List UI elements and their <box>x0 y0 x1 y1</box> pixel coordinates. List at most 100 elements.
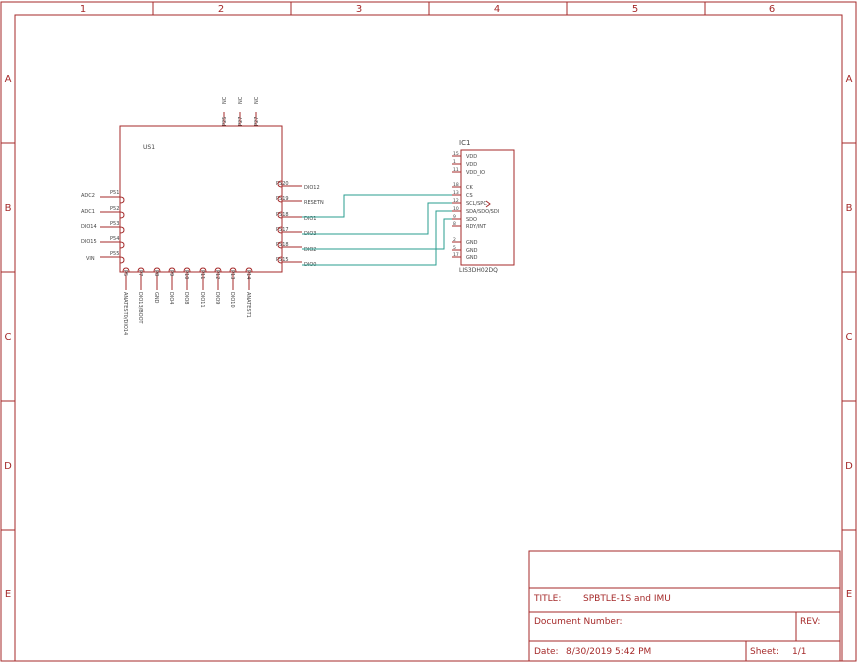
row-label: B <box>846 203 853 214</box>
pin-net-label: NC <box>238 96 244 104</box>
row-label: E <box>5 589 11 600</box>
us1-right-pin[interactable]: P520 DIO12 <box>276 181 320 191</box>
pin-net-label: DIO8 <box>183 292 189 304</box>
pin-number: 13 <box>453 190 459 196</box>
ic1-pin[interactable]: 11 VDD_IO <box>452 167 485 176</box>
pin-pad-label: P13 <box>229 270 235 279</box>
row-label: D <box>845 461 853 472</box>
us1-left-pin[interactable]: DIO15 P54 <box>81 236 120 245</box>
pin-number: 12 <box>453 198 459 204</box>
pin-function: GND <box>466 255 478 261</box>
pin-pad-label: P519 <box>276 196 289 202</box>
title-value: SPBTLE-1S and IMU <box>583 594 671 604</box>
us1-right-pin[interactable]: P518 DIO1 <box>276 212 316 222</box>
marker-icon <box>485 200 491 208</box>
ic1-pin[interactable]: 5 GND <box>452 245 478 254</box>
ic1-part: LIS3DH02DQ <box>459 267 498 274</box>
pin-pad-label: P55 <box>110 251 119 257</box>
us1-bottom-pin[interactable]: P12 DIO9 <box>214 267 222 304</box>
ic1-pin[interactable]: 17 GND <box>452 252 478 261</box>
row-label: A <box>846 74 853 85</box>
pin-pad-label: P11 <box>199 270 205 279</box>
us1-left-pin[interactable]: VIN P55 <box>86 251 120 262</box>
ic1-pin[interactable]: 12 SCL/SPC <box>452 198 487 207</box>
us1-left-pin[interactable]: ADC2 P51 <box>81 190 120 199</box>
pin-net-label: GND <box>153 292 159 304</box>
us1-left-pin[interactable]: DIO14 P53 <box>81 221 120 230</box>
date-value: 8/30/2019 5:42 PM <box>566 647 651 657</box>
ic1-pin[interactable]: 1 VDD <box>452 159 477 168</box>
ic1-pin[interactable]: 10 SDA/SDO/SDI <box>452 206 499 215</box>
wire-dio0-sda[interactable] <box>302 210 452 266</box>
pin-pad-label: P25 <box>222 117 228 126</box>
pin-number: 11 <box>453 167 459 173</box>
module-us1[interactable]: US1 <box>119 125 283 273</box>
pin-function: VDD <box>466 154 477 160</box>
ic1-pin[interactable]: 8 RDY/INT <box>452 221 487 230</box>
us1-bottom-pin[interactable]: P7 DIO13/BOOT <box>137 267 145 325</box>
us1-right-pins: P520 DIO12 P519 RESETN P518 DIO1 P517 DI… <box>276 180 324 268</box>
us1-top-pin[interactable]: NC P25 <box>222 96 228 126</box>
ic1-pin[interactable]: 2 GND <box>452 237 478 246</box>
us1-bottom-pin[interactable]: P10 DIO8 <box>183 267 191 304</box>
pin-function: GND <box>466 240 478 246</box>
us1-bottom-pin[interactable]: P13 DIO10 <box>229 267 237 308</box>
ic1-body <box>460 149 515 266</box>
pin-pad-label: P54 <box>110 236 119 242</box>
column-label: 2 <box>218 4 224 15</box>
pin-net-label: DIO4 <box>168 292 174 304</box>
us1-bottom-pin[interactable]: P5 ANATEST0/DIO14 <box>122 267 130 335</box>
date-label: Date: <box>534 647 559 657</box>
column-label: 1 <box>80 4 86 15</box>
pin-pad-label: P9 <box>168 270 174 276</box>
us1-top-pin[interactable]: NC P27 <box>238 96 244 126</box>
chip-ic1[interactable]: IC1 LIS3DH02DQ <box>459 139 515 274</box>
pin-function: CK <box>466 185 473 191</box>
nets <box>302 194 491 266</box>
ic1-pin[interactable]: 18 CK <box>452 182 473 191</box>
us1-bottom-pin[interactable]: P14 ANATEST1 <box>245 267 253 318</box>
pin-pad-label: P12 <box>214 270 220 279</box>
pin-pad-label: P51 <box>110 190 119 196</box>
column-label: 3 <box>356 4 362 15</box>
ic1-pin[interactable]: 15 VDD <box>452 151 477 160</box>
sheet-label: Sheet: <box>750 647 779 657</box>
pin-net-label: ADC2 <box>81 193 95 199</box>
us1-bottom-pin[interactable]: P8 GND <box>153 267 161 304</box>
ic1-pins: 15 VDD 1 VDD 11 VDD_IO 18 CK 13 CS 12 SC… <box>452 151 499 261</box>
ic1-pin[interactable]: 13 CS <box>452 190 473 199</box>
pin-net-label: DIO13/BOOT <box>137 292 143 325</box>
us1-top-pins: NC P25 NC P27 NC P27 <box>222 96 260 126</box>
us1-top-pin[interactable]: NC P27 <box>254 96 260 126</box>
wire-dio1-cs[interactable] <box>302 194 452 218</box>
us1-bottom-pin[interactable]: P11 DIO11 <box>199 267 207 308</box>
us1-right-pin[interactable]: P518 DIO2 <box>276 242 316 253</box>
pin-pad-label: P518 <box>276 242 289 248</box>
us1-right-pin[interactable]: P519 RESETN <box>276 196 324 206</box>
pin-function: CS <box>466 193 473 199</box>
row-label: E <box>846 589 852 600</box>
pin-pad-label: P27 <box>238 117 244 126</box>
wire-dio2-sdo[interactable] <box>302 218 452 250</box>
row-label: C <box>846 332 853 343</box>
us1-bottom-pin[interactable]: P9 DIO4 <box>168 267 176 304</box>
pin-net-label: DIO9 <box>214 292 220 304</box>
document-number-label: Document Number: <box>534 617 623 627</box>
pin-number: 15 <box>453 151 459 157</box>
pin-pad-label: P517 <box>276 227 289 233</box>
ic1-name: IC1 <box>459 139 470 147</box>
us1-left-pin[interactable]: ADC1 P52 <box>81 206 120 215</box>
ic1-pin[interactable]: 9 SDO <box>452 214 477 223</box>
us1-body <box>119 125 283 273</box>
pin-number: 1 <box>453 159 456 165</box>
title-label: TITLE: <box>533 594 561 604</box>
pin-pad-label: P5 <box>122 270 128 276</box>
pin-net-label: ADC1 <box>81 209 95 215</box>
pin-pad-label: P52 <box>110 206 119 212</box>
column-label: 6 <box>769 4 775 15</box>
pin-pad-label: P7 <box>137 270 143 276</box>
pin-pad-label: P518 <box>276 212 289 218</box>
pin-pad-label: P520 <box>276 181 289 187</box>
wire-dio3-scl[interactable] <box>302 202 452 235</box>
